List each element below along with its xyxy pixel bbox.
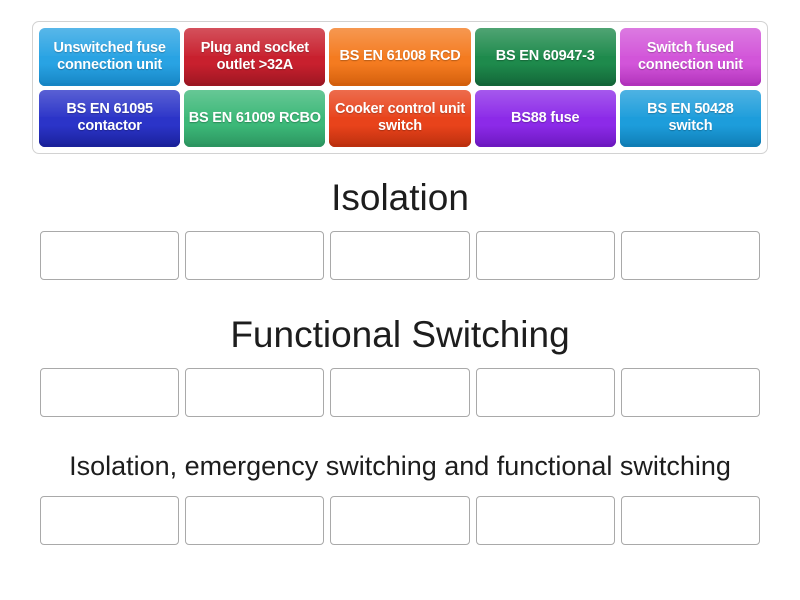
draggable-tile[interactable]: Plug and socket outlet >32A [184,28,326,86]
drop-slot[interactable] [475,230,615,280]
drop-slot[interactable] [620,367,761,417]
tile-label: Plug and socket outlet >32A [200,39,309,73]
category-group-isolation-emergency-functional: Isolation, emergency switching and funct… [0,451,800,545]
tile-label: Cooker control unit switch [335,101,465,135]
draggable-tile[interactable]: Switch fused connection unit [619,28,762,86]
drop-slot-row [0,367,800,417]
drop-slot[interactable] [620,230,761,280]
draggable-tile[interactable]: Unswitched fuse connection unit [39,28,181,86]
drop-slot[interactable] [620,495,761,545]
tile-label: Unswitched fuse connection unit [53,39,166,73]
tile-label: BS88 fuse [511,109,580,126]
draggable-tile[interactable]: BS EN 61095 contactor [39,89,181,147]
drop-slot-row [0,495,800,545]
tile-label: BS EN 61008 RCD [339,48,461,65]
tile-bank: Unswitched fuse connection unit Plug and… [32,21,768,154]
category-heading: Isolation, emergency switching and funct… [69,451,731,481]
category-heading: Functional Switching [230,314,570,355]
drop-slot[interactable] [185,230,325,280]
tile-label: BS EN 61009 RCBO [188,109,321,126]
drop-slot[interactable] [40,230,180,280]
drop-slot[interactable] [185,495,325,545]
draggable-tile[interactable]: BS EN 61008 RCD [329,28,471,86]
drop-slot[interactable] [40,367,180,417]
drop-slot[interactable] [330,495,470,545]
tile-label: BS EN 50428 switch [647,101,734,135]
category-heading: Isolation [331,177,469,218]
drop-slot-row [0,230,800,280]
draggable-tile[interactable]: Cooker control unit switch [329,89,471,147]
tile-label: BS EN 61095 contactor [66,101,153,135]
draggable-tile[interactable]: BS EN 50428 switch [619,89,762,147]
drop-slot[interactable] [475,367,615,417]
drop-slot[interactable] [40,495,180,545]
category-group-functional-switching: Functional Switching [0,314,800,417]
drop-slot[interactable] [330,367,470,417]
drop-slot[interactable] [330,230,470,280]
tile-label: Switch fused connection unit [637,39,743,73]
draggable-tile[interactable]: BS EN 60947-3 [474,28,616,86]
tile-bank-row-1: Unswitched fuse connection unit Plug and… [39,28,762,86]
draggable-tile[interactable]: BS88 fuse [474,89,616,147]
drop-slot[interactable] [475,495,615,545]
tile-bank-row-2: BS EN 61095 contactor BS EN 61009 RCBO C… [39,89,762,147]
drop-slot[interactable] [185,367,325,417]
draggable-tile[interactable]: BS EN 61009 RCBO [184,89,326,147]
tile-label: BS EN 60947-3 [495,48,595,65]
category-group-isolation: Isolation [0,177,800,280]
